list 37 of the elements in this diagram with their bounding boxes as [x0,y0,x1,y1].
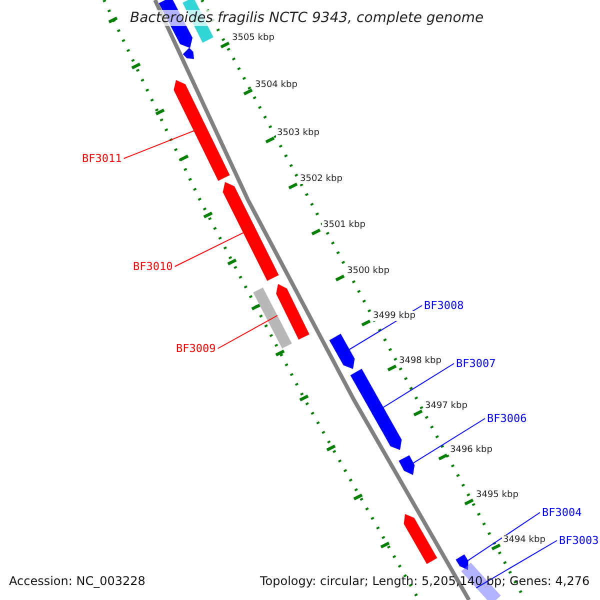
scale-label: 3501 kbp [322,220,366,230]
gene-feature [329,334,355,369]
leader-line [402,418,486,470]
gene-label: BF3006 [487,412,527,425]
gene-label: BF3009 [176,342,216,355]
scale-label: 3500 kbp [346,266,390,276]
scale-label: 3503 kbp [276,128,320,138]
gene-label: BF3007 [456,357,496,370]
leader-line [174,226,256,267]
gene-label: BF3008 [424,299,464,312]
leader-line [459,512,540,567]
scale-label: 3505 kbp [231,33,276,43]
gene-feature [398,455,415,475]
accession-text: Accession: NC_003228 [9,574,146,588]
scale-label: 3494 kbp [502,535,546,545]
genome-summary-text: Topology: circular; Length: 5,205,140 bp; Genes: 4,276 [260,574,590,588]
gene-label: BF3011 [82,152,122,165]
gene-feature [174,80,230,181]
leader-line [123,126,206,159]
scale-label: 3495 kbp [475,490,520,500]
gene-feature [222,182,279,281]
scale-label: 3499 kbp [372,311,416,321]
gene-label: BF3004 [542,506,582,519]
scale-label: 3497 kbp [424,401,468,411]
scale-label: 3498 kbp [398,356,442,366]
scale-label: 3502 kbp [299,174,344,184]
gene-label: BF3003 [559,534,599,547]
leader-line [476,540,558,588]
leader-line [372,363,454,415]
title: Bacteroides fragilis NCTC 9343, complete genome [130,10,484,26]
gene-feature [456,554,468,570]
gene-label: BF3010 [133,260,173,273]
leader-line [217,315,278,349]
scale-label: 3504 kbp [254,80,298,90]
gene-feature [350,368,402,450]
gene-feature [253,288,292,348]
scale-label: 3496 kbp [449,445,494,455]
